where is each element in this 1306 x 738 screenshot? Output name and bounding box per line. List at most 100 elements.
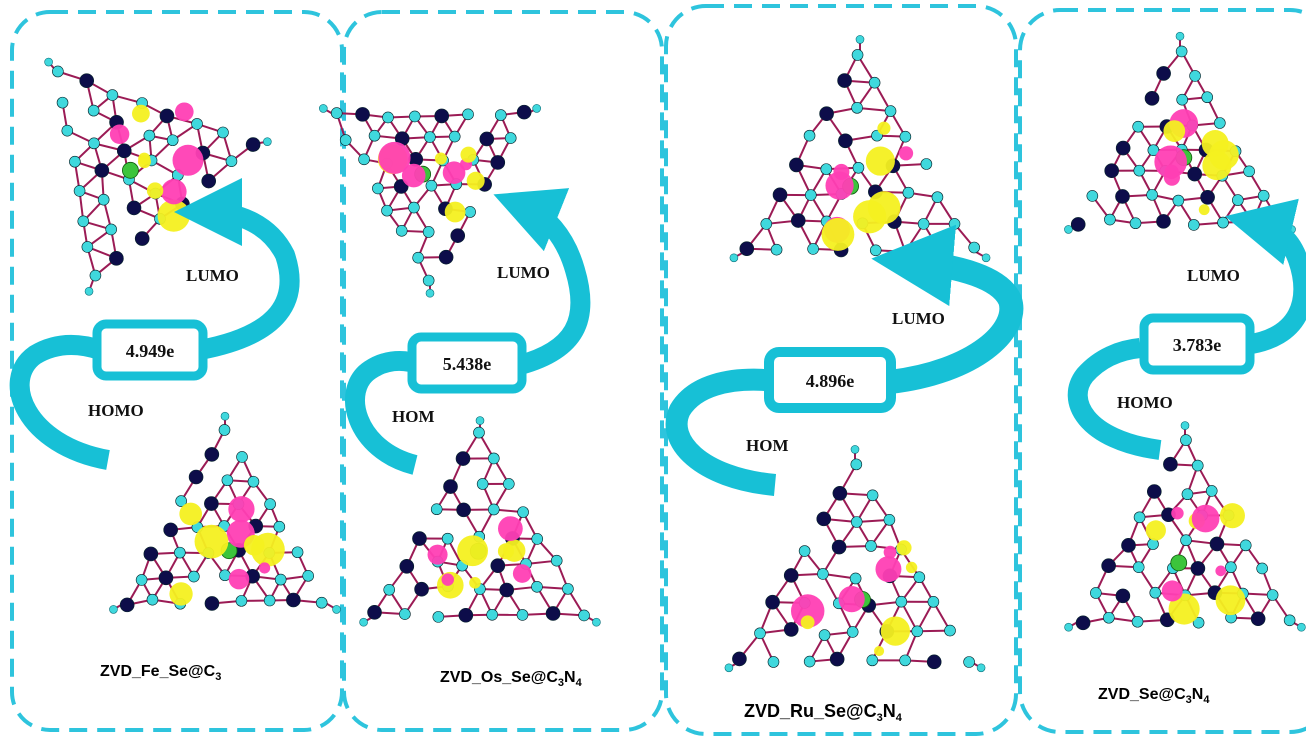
nitrogen-atom xyxy=(899,245,912,258)
molecule xyxy=(44,57,272,296)
nitrogen-atom xyxy=(1232,194,1244,206)
gap-box-frame xyxy=(407,332,527,394)
orbital-negative-lobe xyxy=(1163,120,1186,142)
carbon-atom xyxy=(143,546,159,562)
nitrogen-atom xyxy=(425,179,438,192)
carbon-atom xyxy=(204,447,220,462)
hydrogen-atom xyxy=(359,617,368,627)
nitrogen-atom xyxy=(412,251,424,264)
nitrogen-atom xyxy=(175,495,187,507)
nitrogen-atom xyxy=(218,424,231,436)
carbon-atom xyxy=(783,622,799,637)
panel-1-homo-arc xyxy=(9,335,110,470)
carbon-atom xyxy=(831,539,847,555)
nitrogen-atom xyxy=(368,129,381,142)
nitrogen-atom xyxy=(473,426,485,439)
homo-label: HOM xyxy=(392,407,435,426)
nitrogen-atom xyxy=(1205,485,1218,497)
lumo-label: LUMO xyxy=(497,263,550,282)
carbon-atom xyxy=(109,251,124,266)
nitrogen-atom xyxy=(264,498,276,510)
nitrogen-atom xyxy=(486,608,498,621)
nitrogen-atom xyxy=(849,572,862,585)
nitrogen-atom xyxy=(516,609,529,621)
carbon-atom xyxy=(204,596,220,611)
nitrogen-atom xyxy=(464,206,476,218)
nitrogen-atom xyxy=(488,503,500,516)
orbital-negative-lobe xyxy=(865,146,895,176)
orbital-negative-lobe xyxy=(1215,585,1246,616)
nitrogen-atom xyxy=(1129,217,1142,230)
hydrogen-atom xyxy=(592,617,601,627)
gap-value: 5.438e xyxy=(443,354,492,374)
nitrogen-atom xyxy=(97,193,110,206)
panel-borders xyxy=(10,4,1306,736)
nitrogen-atom xyxy=(221,474,234,487)
nitrogen-atom xyxy=(166,134,179,147)
carbon-atom xyxy=(837,73,852,88)
nitrogen-atom xyxy=(805,189,817,201)
nitrogen-atom xyxy=(236,451,248,463)
carbon-atom xyxy=(116,143,132,159)
carbon-atom xyxy=(490,558,506,573)
gap-box-3: 4.896e xyxy=(764,347,896,413)
gap-box-4: 3.783e xyxy=(1139,313,1255,375)
nitrogen-atom xyxy=(383,584,396,596)
nitrogen-atom xyxy=(1180,534,1192,547)
orbital-positive-lobe xyxy=(790,594,825,628)
carbon-atom xyxy=(789,157,804,173)
panel-2-homo-arc xyxy=(345,351,418,475)
orbital-negative-lobe xyxy=(469,576,481,589)
molecule xyxy=(724,445,986,673)
nitrogen-atom xyxy=(1133,511,1146,524)
carbon-atom xyxy=(1156,214,1171,229)
nitrogen-atom xyxy=(820,163,833,175)
orbital-positive-lobe xyxy=(401,163,426,188)
carbon-atom xyxy=(79,73,95,88)
carbon-atom xyxy=(1101,558,1116,574)
carbon-atom xyxy=(1144,91,1160,106)
carbon-atom xyxy=(1190,561,1206,576)
nitrogen-atom xyxy=(851,49,864,61)
nitrogen-atom xyxy=(358,153,370,166)
carbon-atom xyxy=(1115,588,1131,604)
hydrogen-atom xyxy=(532,104,541,113)
nitrogen-atom xyxy=(817,568,829,580)
hydrogen-atom xyxy=(1175,31,1185,41)
panel-3-lumo-arrow xyxy=(871,224,1024,394)
carbon-atom xyxy=(94,163,110,178)
gap-box-1: 4.949e xyxy=(92,319,208,381)
orbital-negative-lobe xyxy=(434,152,447,165)
orbital-negative-lobe xyxy=(800,615,815,630)
hydrogen-atom xyxy=(220,411,230,421)
molecule xyxy=(1064,31,1296,234)
carbon-atom xyxy=(832,486,848,501)
nitrogen-atom xyxy=(247,475,260,488)
carbon-atom xyxy=(1115,189,1130,204)
panel-4-border xyxy=(1018,8,1306,734)
hydrogen-atom xyxy=(263,137,272,146)
nitrogen-atom xyxy=(851,102,863,114)
nitrogen-atom xyxy=(441,532,454,545)
hydrogen-atom xyxy=(332,605,341,614)
hydrogen-atom xyxy=(724,663,734,673)
carbon-atom xyxy=(286,592,301,608)
carbon-atom xyxy=(456,502,471,518)
nitrogen-atom xyxy=(235,595,248,607)
nitrogen-atom xyxy=(1149,586,1162,599)
orbital-positive-lobe xyxy=(875,556,902,583)
nitrogen-atom xyxy=(88,137,100,150)
carbon-atom xyxy=(1209,536,1225,552)
carbon-atom xyxy=(838,133,853,149)
orbital-positive-lobe xyxy=(258,562,271,574)
nitrogen-atom xyxy=(1266,589,1279,601)
orbital-negative-lobe xyxy=(137,155,151,169)
carbon-atom xyxy=(490,155,506,170)
carbon-atom xyxy=(545,606,561,621)
orbital-negative-lobe xyxy=(169,582,193,606)
orbital-positive-lobe xyxy=(1161,580,1183,602)
nitrogen-atom xyxy=(944,624,956,637)
transition-arrows xyxy=(9,178,1306,496)
nitrogen-atom xyxy=(850,516,863,528)
nitrogen-atom xyxy=(462,108,474,121)
